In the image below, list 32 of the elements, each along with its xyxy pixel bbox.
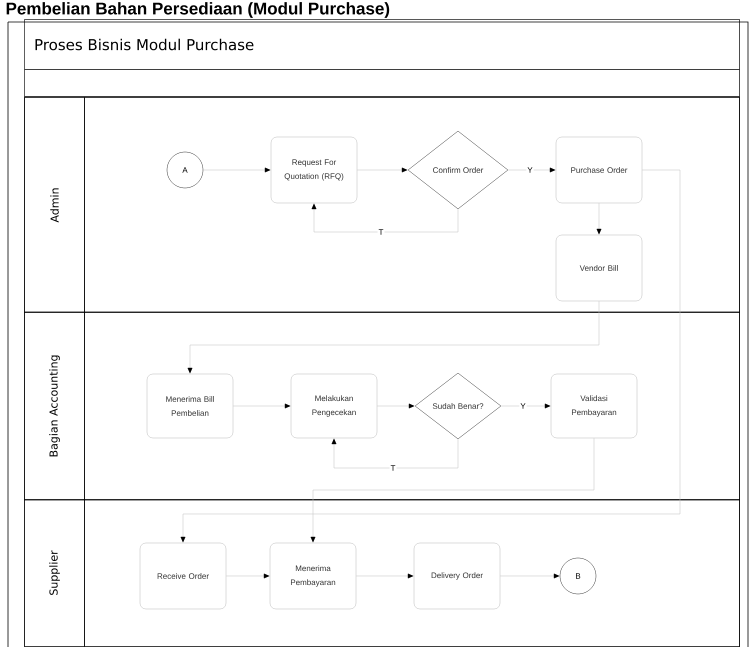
arrow: [356, 168, 408, 172]
process-box: Request For Quotation (RFQ): [270, 136, 358, 204]
arrow: [508, 168, 556, 172]
arrow: [202, 168, 270, 172]
process-box: Menerima Bill Pembelian: [146, 374, 234, 438]
arrow: [596, 202, 602, 234]
arrow: [180, 170, 680, 542]
arrow: [376, 404, 414, 408]
process-box: Receive Order: [140, 542, 226, 610]
process-box: Vendor Bill: [556, 234, 642, 302]
process-box: Delivery Order: [414, 542, 500, 610]
arrow: [312, 204, 458, 232]
arrow: [356, 574, 414, 578]
process-box: Validasi Pembayaran: [550, 374, 638, 438]
title: Pembelian Bahan Persediaan (Modul Purchase): [6, 2, 390, 18]
edge-label: Y: [526, 166, 534, 174]
process-box: Purchase Order: [556, 136, 642, 204]
arrow: [310, 438, 594, 542]
arrow: [332, 438, 458, 468]
arrow: [500, 404, 550, 408]
process-box: Menerima Pembayaran: [270, 542, 356, 610]
arrow: [500, 574, 560, 578]
arrow: [232, 404, 290, 408]
process-box: Melakukan Pengecekan: [290, 374, 378, 438]
arrow: [188, 300, 600, 374]
node-label: Admin: [50, 188, 59, 222]
edge-label: Y: [519, 402, 527, 410]
arrow: [226, 574, 270, 578]
edge-label: T: [390, 464, 396, 472]
node-label: Bagian Accounting: [49, 355, 60, 456]
edge-label: T: [378, 228, 384, 236]
node-label: Supplier: [49, 550, 60, 595]
